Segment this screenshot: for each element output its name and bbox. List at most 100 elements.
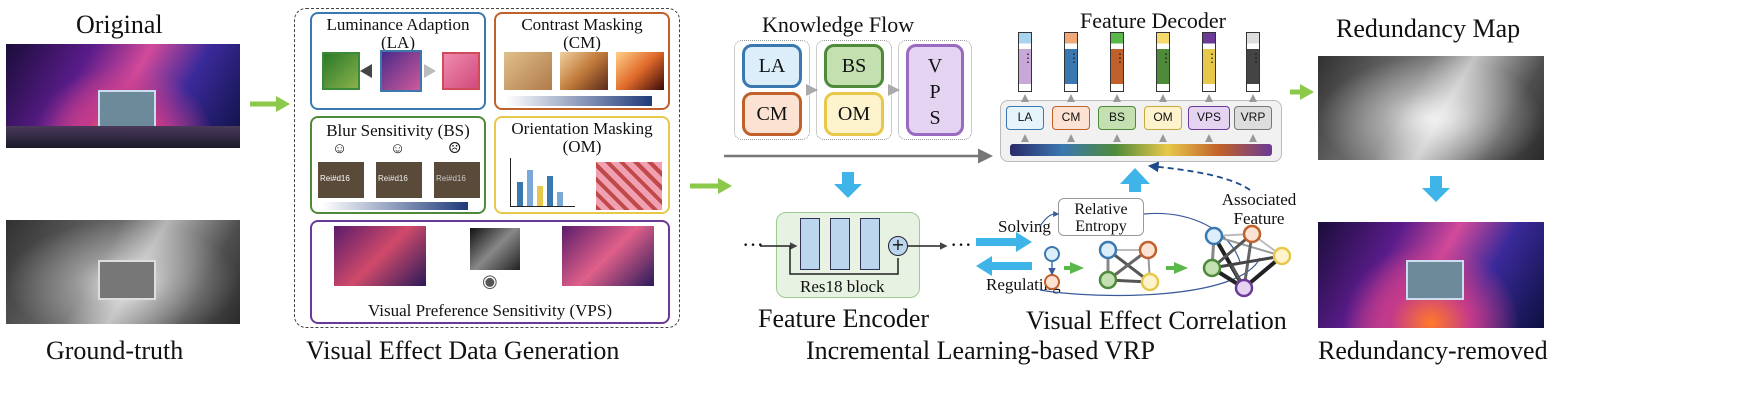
knowledge-flow-title: Knowledge Flow	[762, 12, 915, 37]
kf-cm-label: CM	[756, 103, 788, 125]
encoder-ellipsis-left: ···	[742, 232, 764, 257]
vps-image-right	[562, 226, 654, 286]
blue-arrow-down-2	[1422, 176, 1450, 202]
decoder-head-cm: CM	[1052, 106, 1090, 130]
encoder-ellipsis-right: ···	[950, 232, 972, 257]
decoder-stack-bs: ⋮	[1110, 32, 1126, 92]
decoder-stack-dots-om: ⋮	[1160, 51, 1172, 65]
kf-cm-node: CM	[742, 92, 802, 136]
decoder-input-arrow-vps	[1205, 134, 1213, 142]
green-arrow-3	[1290, 84, 1314, 100]
res-block-1	[800, 218, 820, 270]
redundancy-removed-title: Redundancy-removed	[1318, 336, 1548, 365]
decoder-stack-dots-vrp: ⋮	[1250, 51, 1262, 65]
res18-block-label: Res18 block	[800, 277, 885, 296]
main-caption: Incremental Learning-based VRP	[806, 336, 1155, 365]
blue-arrow-up-decoder	[1120, 168, 1150, 192]
generation-caption: Visual Effect Data Generation	[306, 336, 620, 365]
cm-sample-3	[616, 52, 664, 90]
decoder-head-vps: VPS	[1188, 106, 1230, 130]
la-mid-patch	[380, 50, 422, 92]
kf-vps-node: V P S	[906, 44, 964, 136]
bs-face-icon-2: ☺	[390, 141, 406, 157]
cm-gradient-bar	[506, 96, 652, 106]
original-image	[6, 44, 240, 148]
kf-arrow-2	[888, 84, 900, 96]
relative-entropy-line2: Entropy	[1075, 218, 1127, 235]
decoder-stack-la: ⋮	[1018, 32, 1034, 92]
bs-title: Blur Sensitivity (BS)	[326, 121, 470, 140]
associated-line2: Feature	[1233, 209, 1285, 228]
kf-om-label: OM	[837, 103, 871, 125]
la-abbr: (LA)	[381, 33, 415, 52]
bs-sample-2: Rei#d16	[376, 162, 422, 198]
decoder-stack-cm: ⋮	[1064, 32, 1080, 92]
decoder-input-arrow-bs	[1113, 134, 1121, 142]
bs-face-icon-3: ☹	[448, 141, 462, 157]
kf-vps-p: P	[929, 81, 941, 103]
kf-vps-s: S	[929, 107, 941, 129]
vps-image-left	[334, 226, 426, 286]
res-block-3	[860, 218, 880, 270]
blue-arrow-down-1	[834, 172, 862, 198]
associated-line1: Associated	[1221, 190, 1297, 209]
residual-add-icon: +	[888, 236, 908, 256]
encoder-caption: Feature Encoder	[758, 304, 930, 333]
solving-arrow	[976, 232, 1032, 252]
decoder-stack-dots-bs: ⋮	[1114, 51, 1126, 65]
redundancy-map-title: Redundancy Map	[1336, 14, 1521, 43]
decoder-stack-om: ⋮	[1156, 32, 1172, 92]
graph-arrow-1	[1070, 262, 1084, 274]
bs-sample-text-1: Rei#d16	[320, 174, 350, 183]
cm-title: Contrast Masking	[521, 15, 643, 34]
correlation-caption: Visual Effect Correlation	[1026, 306, 1287, 335]
decoder-input-arrow-la	[1021, 134, 1029, 142]
decoder-head-la: LA	[1006, 106, 1044, 130]
om-abbr: (OM)	[562, 137, 602, 156]
bs-gradient-bar	[322, 202, 468, 210]
kf-om-node: OM	[824, 92, 884, 136]
graph-arrow-2	[1174, 262, 1188, 274]
decoder-up-arrow-om	[1159, 94, 1167, 102]
la-bright-patch	[442, 52, 480, 90]
bs-face-icon-1: ☺	[332, 141, 348, 157]
bs-sample-text-2: Rei#d16	[378, 174, 408, 183]
decoder-head-vrp: VRP	[1234, 106, 1272, 130]
associated-feature-label: Associated Feature	[1214, 190, 1304, 228]
original-title: Original	[76, 10, 163, 39]
vps-image-center	[470, 228, 520, 270]
decoder-title: Feature Decoder	[1080, 8, 1226, 33]
ground-truth-image	[6, 220, 240, 324]
graph1-node-top	[1044, 246, 1060, 262]
redundancy-removed-image	[1318, 222, 1544, 328]
regulating-label: Regulating	[986, 275, 1061, 294]
la-right-arrow-icon	[424, 64, 436, 78]
decoder-head-om: OM	[1144, 106, 1182, 130]
decoder-up-arrow-vrp	[1249, 94, 1257, 102]
generation-panel	[294, 8, 680, 328]
graph1-node-bottom	[1044, 274, 1060, 290]
decoder-input-arrow-vrp	[1249, 134, 1257, 142]
kf-bs-node: BS	[824, 44, 884, 88]
decoder-input-arrow-om	[1159, 134, 1167, 142]
decoder-stack-dots-vps: ⋮	[1206, 51, 1218, 65]
bs-sample-3: Rei#d16	[434, 162, 480, 198]
kf-la-node: LA	[742, 44, 802, 88]
decoder-input-arrow-cm	[1067, 134, 1075, 142]
graph3	[1202, 224, 1292, 298]
green-arrow-1	[250, 96, 290, 112]
cm-sample-2	[560, 52, 608, 90]
om-histogram	[510, 158, 575, 207]
la-title: Luminance Adaption	[326, 15, 470, 34]
green-arrow-2	[690, 178, 732, 194]
associated-feature-dashed	[1147, 161, 1251, 191]
redundancy-map-image	[1318, 56, 1544, 160]
om-box: Orientation Masking (OM)	[494, 116, 670, 214]
la-dark-patch	[322, 52, 360, 90]
res-block-2	[830, 218, 850, 270]
om-title: Orientation Masking	[511, 119, 653, 138]
ground-truth-title: Ground-truth	[46, 336, 184, 365]
la-box: Luminance Adaption (LA)	[310, 12, 486, 110]
